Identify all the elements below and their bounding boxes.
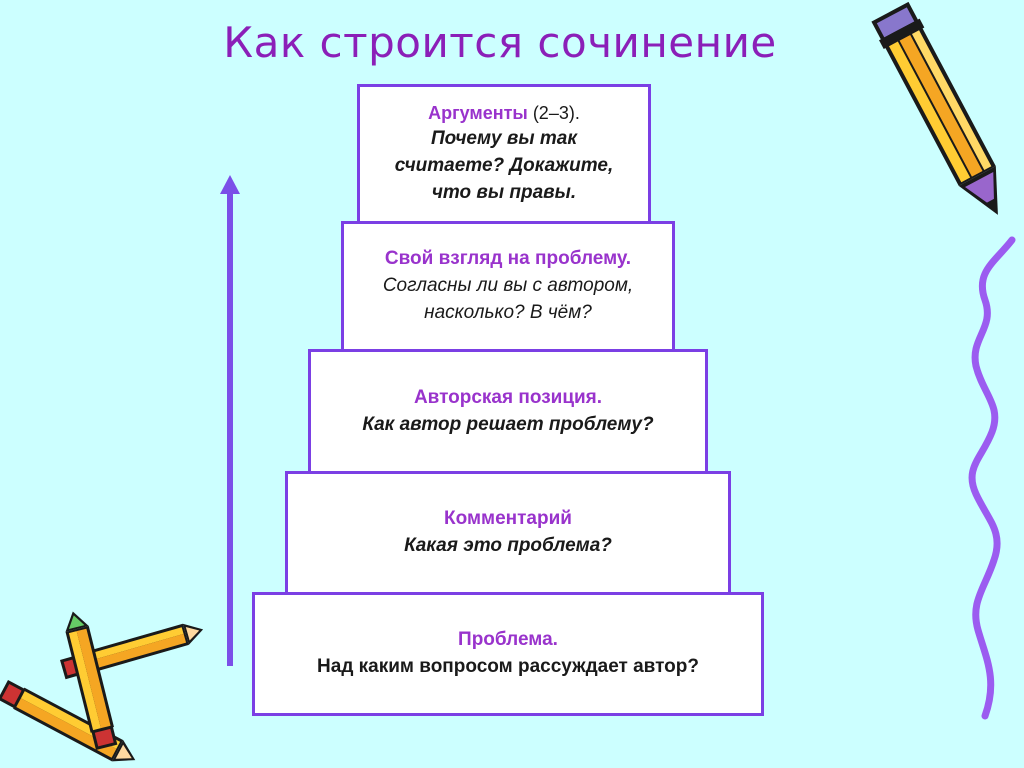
step-arguments: Аргументы (2–3). Почему вы так считаете?… bbox=[357, 84, 651, 224]
step-own-view: Свой взгляд на проблему. Согласны ли вы … bbox=[341, 221, 675, 352]
step-question: Какая это проблема? bbox=[404, 533, 612, 560]
step-question: Почему вы так bbox=[431, 126, 577, 153]
step-heading-line: Аргументы (2–3). bbox=[428, 101, 580, 127]
step-heading-note: (2–3). bbox=[533, 103, 580, 123]
step-question: насколько? В чём? bbox=[424, 300, 592, 327]
step-question: Согласны ли вы с автором, bbox=[383, 273, 633, 300]
step-question: Как автор решает проблему? bbox=[362, 412, 653, 439]
step-author-position: Авторская позиция. Как автор решает проб… bbox=[308, 349, 708, 474]
step-question: что вы правы. bbox=[432, 180, 576, 207]
step-heading: Проблема. bbox=[458, 627, 558, 654]
step-commentary: Комментарий Какая это проблема? bbox=[285, 471, 731, 595]
step-problem: Проблема. Над каким вопросом рассуждает … bbox=[252, 592, 764, 716]
step-question: считаете? Докажите, bbox=[395, 153, 614, 180]
step-heading: Аргументы bbox=[428, 103, 528, 123]
step-question: Над каким вопросом рассуждает автор? bbox=[317, 654, 699, 681]
step-heading: Свой взгляд на проблему. bbox=[385, 246, 631, 273]
step-heading: Авторская позиция. bbox=[414, 385, 602, 412]
step-heading: Комментарий bbox=[444, 506, 572, 533]
